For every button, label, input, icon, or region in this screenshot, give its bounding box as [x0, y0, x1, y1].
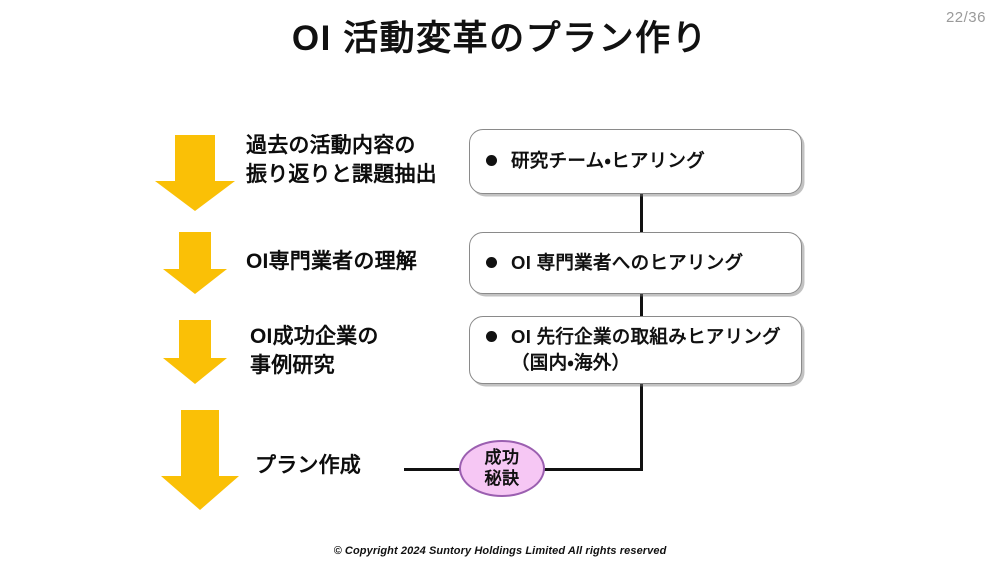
down-arrow-1-head: [155, 181, 235, 211]
content-box-1-inner: 研究チーム・ヒアリング: [470, 148, 705, 174]
down-arrow-3: [163, 320, 227, 384]
content-box-3-inner: OI 先行企業の取組みヒアリング （国内・海外）: [470, 324, 781, 377]
down-arrow-4-head: [161, 476, 239, 510]
bullet-icon: [486, 155, 497, 167]
step-label-1: 過去の活動内容の 振り返りと課題抽出: [246, 134, 437, 186]
down-arrow-4-shaft: [181, 410, 219, 476]
connector-box3-down: [640, 383, 643, 471]
step-label-3: OI成功企業の 事例研究: [250, 325, 379, 377]
content-box-1-text: 研究チーム・ヒアリング: [511, 150, 706, 172]
down-arrow-2-head: [163, 269, 227, 294]
success-secret-label: 成功 秘訣: [484, 447, 520, 488]
bullet-icon: [486, 256, 497, 268]
down-arrow-1: [155, 135, 235, 211]
connector-box1-box2: [640, 193, 643, 235]
connector-box2-box3: [640, 294, 643, 318]
content-box-1[interactable]: 研究チーム・ヒアリング: [469, 129, 802, 194]
copyright-footer: © Copyright 2024 Suntory Holdings Limite…: [333, 545, 667, 557]
step-label-4: プラン作成: [255, 454, 361, 477]
down-arrow-2-shaft: [179, 232, 211, 269]
content-box-3-text: OI 先行企業の取組みヒアリング （国内・海外）: [511, 325, 781, 373]
down-arrow-4: [161, 410, 239, 510]
connector-to-callout: [536, 468, 643, 471]
content-box-3[interactable]: OI 先行企業の取組みヒアリング （国内・海外）: [469, 316, 802, 384]
step-label-2: OI専門業者の理解: [246, 250, 417, 273]
down-arrow-3-shaft: [179, 320, 211, 358]
down-arrow-3-head: [163, 358, 227, 384]
bullet-icon: [486, 330, 497, 342]
down-arrow-2: [163, 232, 227, 294]
callout-arrow-shaft: [404, 468, 468, 471]
page-title: OI 活動変革のプラン作り: [291, 19, 709, 58]
success-secret-callout[interactable]: 成功 秘訣: [459, 440, 545, 497]
content-box-2[interactable]: OI 専門業者へのヒアリング: [469, 232, 802, 294]
content-box-2-text: OI 専門業者へのヒアリング: [511, 251, 744, 273]
page-number: 22/36: [945, 9, 986, 26]
content-box-2-inner: OI 専門業者へのヒアリング: [470, 250, 743, 276]
down-arrow-1-shaft: [175, 135, 215, 181]
